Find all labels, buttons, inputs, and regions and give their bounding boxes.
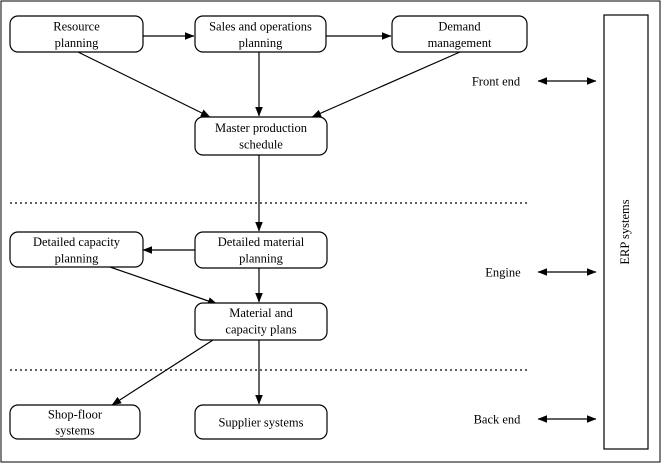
node-master-production-schedule: Master production schedule [194, 116, 328, 156]
node-label-line-1: Shop-floor [48, 408, 103, 422]
node-box [194, 15, 327, 53]
node-label-line-1: Detailed capacity [33, 235, 121, 249]
node-label-line-1: Sales and operations [209, 20, 312, 34]
node-box [9, 15, 144, 53]
arrow-plans-to-shopfloor [111, 339, 214, 406]
node-detailed-material-planning: Detailed material planning [194, 231, 328, 269]
layer-label-back-end: Back end [474, 413, 522, 427]
node-label-line-2: schedule [239, 138, 283, 152]
node-label-line-1: Demand [438, 20, 481, 34]
node-shop-floor-systems: Shop-floor systems [9, 404, 141, 440]
node-label-line-2: planning [55, 252, 99, 266]
node-supplier-systems: Supplier systems [194, 404, 328, 440]
node-label-line-1: Supplier systems [218, 416, 303, 430]
erp-systems-label: ERP systems [618, 199, 632, 264]
node-box [9, 231, 144, 268]
arrow-capacity-to-plans [109, 266, 218, 305]
node-label-line-2: management [428, 36, 492, 50]
node-resource-planning: Resource planning [9, 15, 144, 53]
layer-label-front-end: Front end [472, 75, 521, 89]
arrow-demand-to-mps [311, 51, 461, 118]
node-label-line-2: capacity plans [225, 323, 296, 337]
node-box [194, 231, 328, 269]
node-label-line-2: planning [239, 36, 283, 50]
connectors [77, 32, 597, 423]
node-label-line-1: Master production [215, 121, 308, 135]
node-box [194, 404, 328, 440]
node-detailed-capacity-planning: Detailed capacity planning [9, 231, 144, 268]
erp-systems-box [603, 14, 649, 450]
node-label-line-2: planning [239, 252, 283, 266]
node-box [9, 404, 141, 440]
node-label-line-1: Material and [229, 306, 293, 320]
node-material-capacity-plans: Material and capacity plans [194, 302, 328, 341]
layer-label-engine: Engine [485, 266, 521, 280]
node-label-line-2: planning [55, 36, 99, 50]
node-box [391, 15, 528, 53]
node-label-line-2: systems [55, 424, 95, 438]
erp-systems-panel: ERP systems [603, 14, 649, 450]
node-sales-operations-planning: Sales and operations planning [194, 15, 327, 53]
node-box [194, 302, 328, 341]
arrow-resource-to-mps [77, 51, 211, 118]
node-box [194, 116, 328, 156]
node-label-line-1: Resource [53, 20, 100, 34]
node-label-line-1: Detailed material [218, 235, 305, 249]
node-demand-management: Demand management [391, 15, 528, 53]
